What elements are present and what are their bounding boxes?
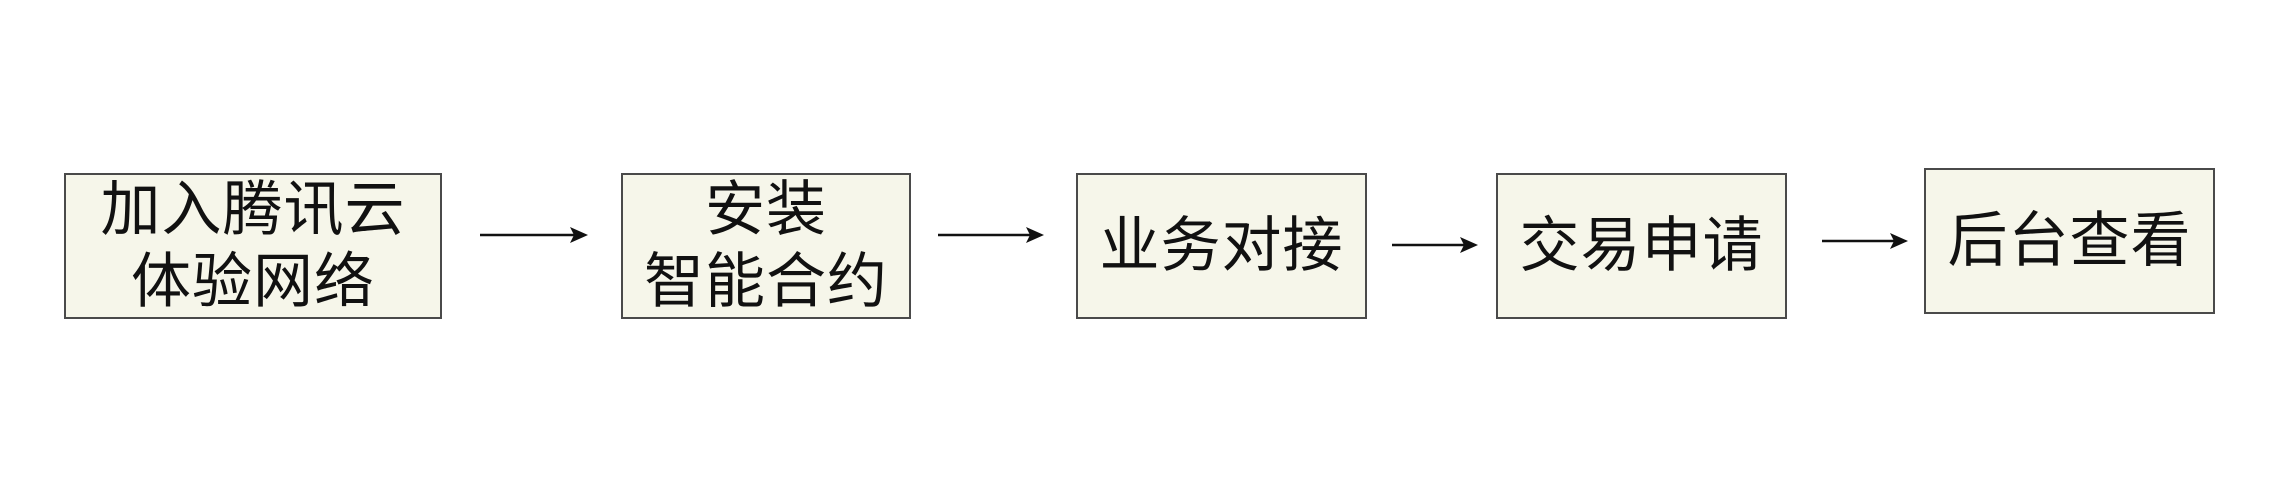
step-install-smart-contract: 安装 智能合约 xyxy=(621,173,911,319)
step-join-tencent-cloud-network: 加入腾讯云 体验网络 xyxy=(64,173,442,319)
step-business-integration: 业务对接 xyxy=(1076,173,1367,319)
step-label-line: 加入腾讯云 xyxy=(100,175,406,245)
step-label-line: 业务对接 xyxy=(1099,211,1344,281)
arrow-icon xyxy=(1822,233,1908,249)
step-backend-view: 后台查看 xyxy=(1924,168,2215,314)
step-label-line: 后台查看 xyxy=(1947,206,2192,276)
step-label-line: 智能合约 xyxy=(644,247,888,317)
arrow-icon xyxy=(480,227,588,243)
arrow-icon xyxy=(938,227,1044,243)
step-label-line: 安装 xyxy=(705,175,827,245)
step-label-line: 体验网络 xyxy=(131,247,375,317)
step-transaction-request: 交易申请 xyxy=(1496,173,1787,319)
step-label-line: 交易申请 xyxy=(1519,211,1764,281)
arrow-icon xyxy=(1392,237,1478,253)
